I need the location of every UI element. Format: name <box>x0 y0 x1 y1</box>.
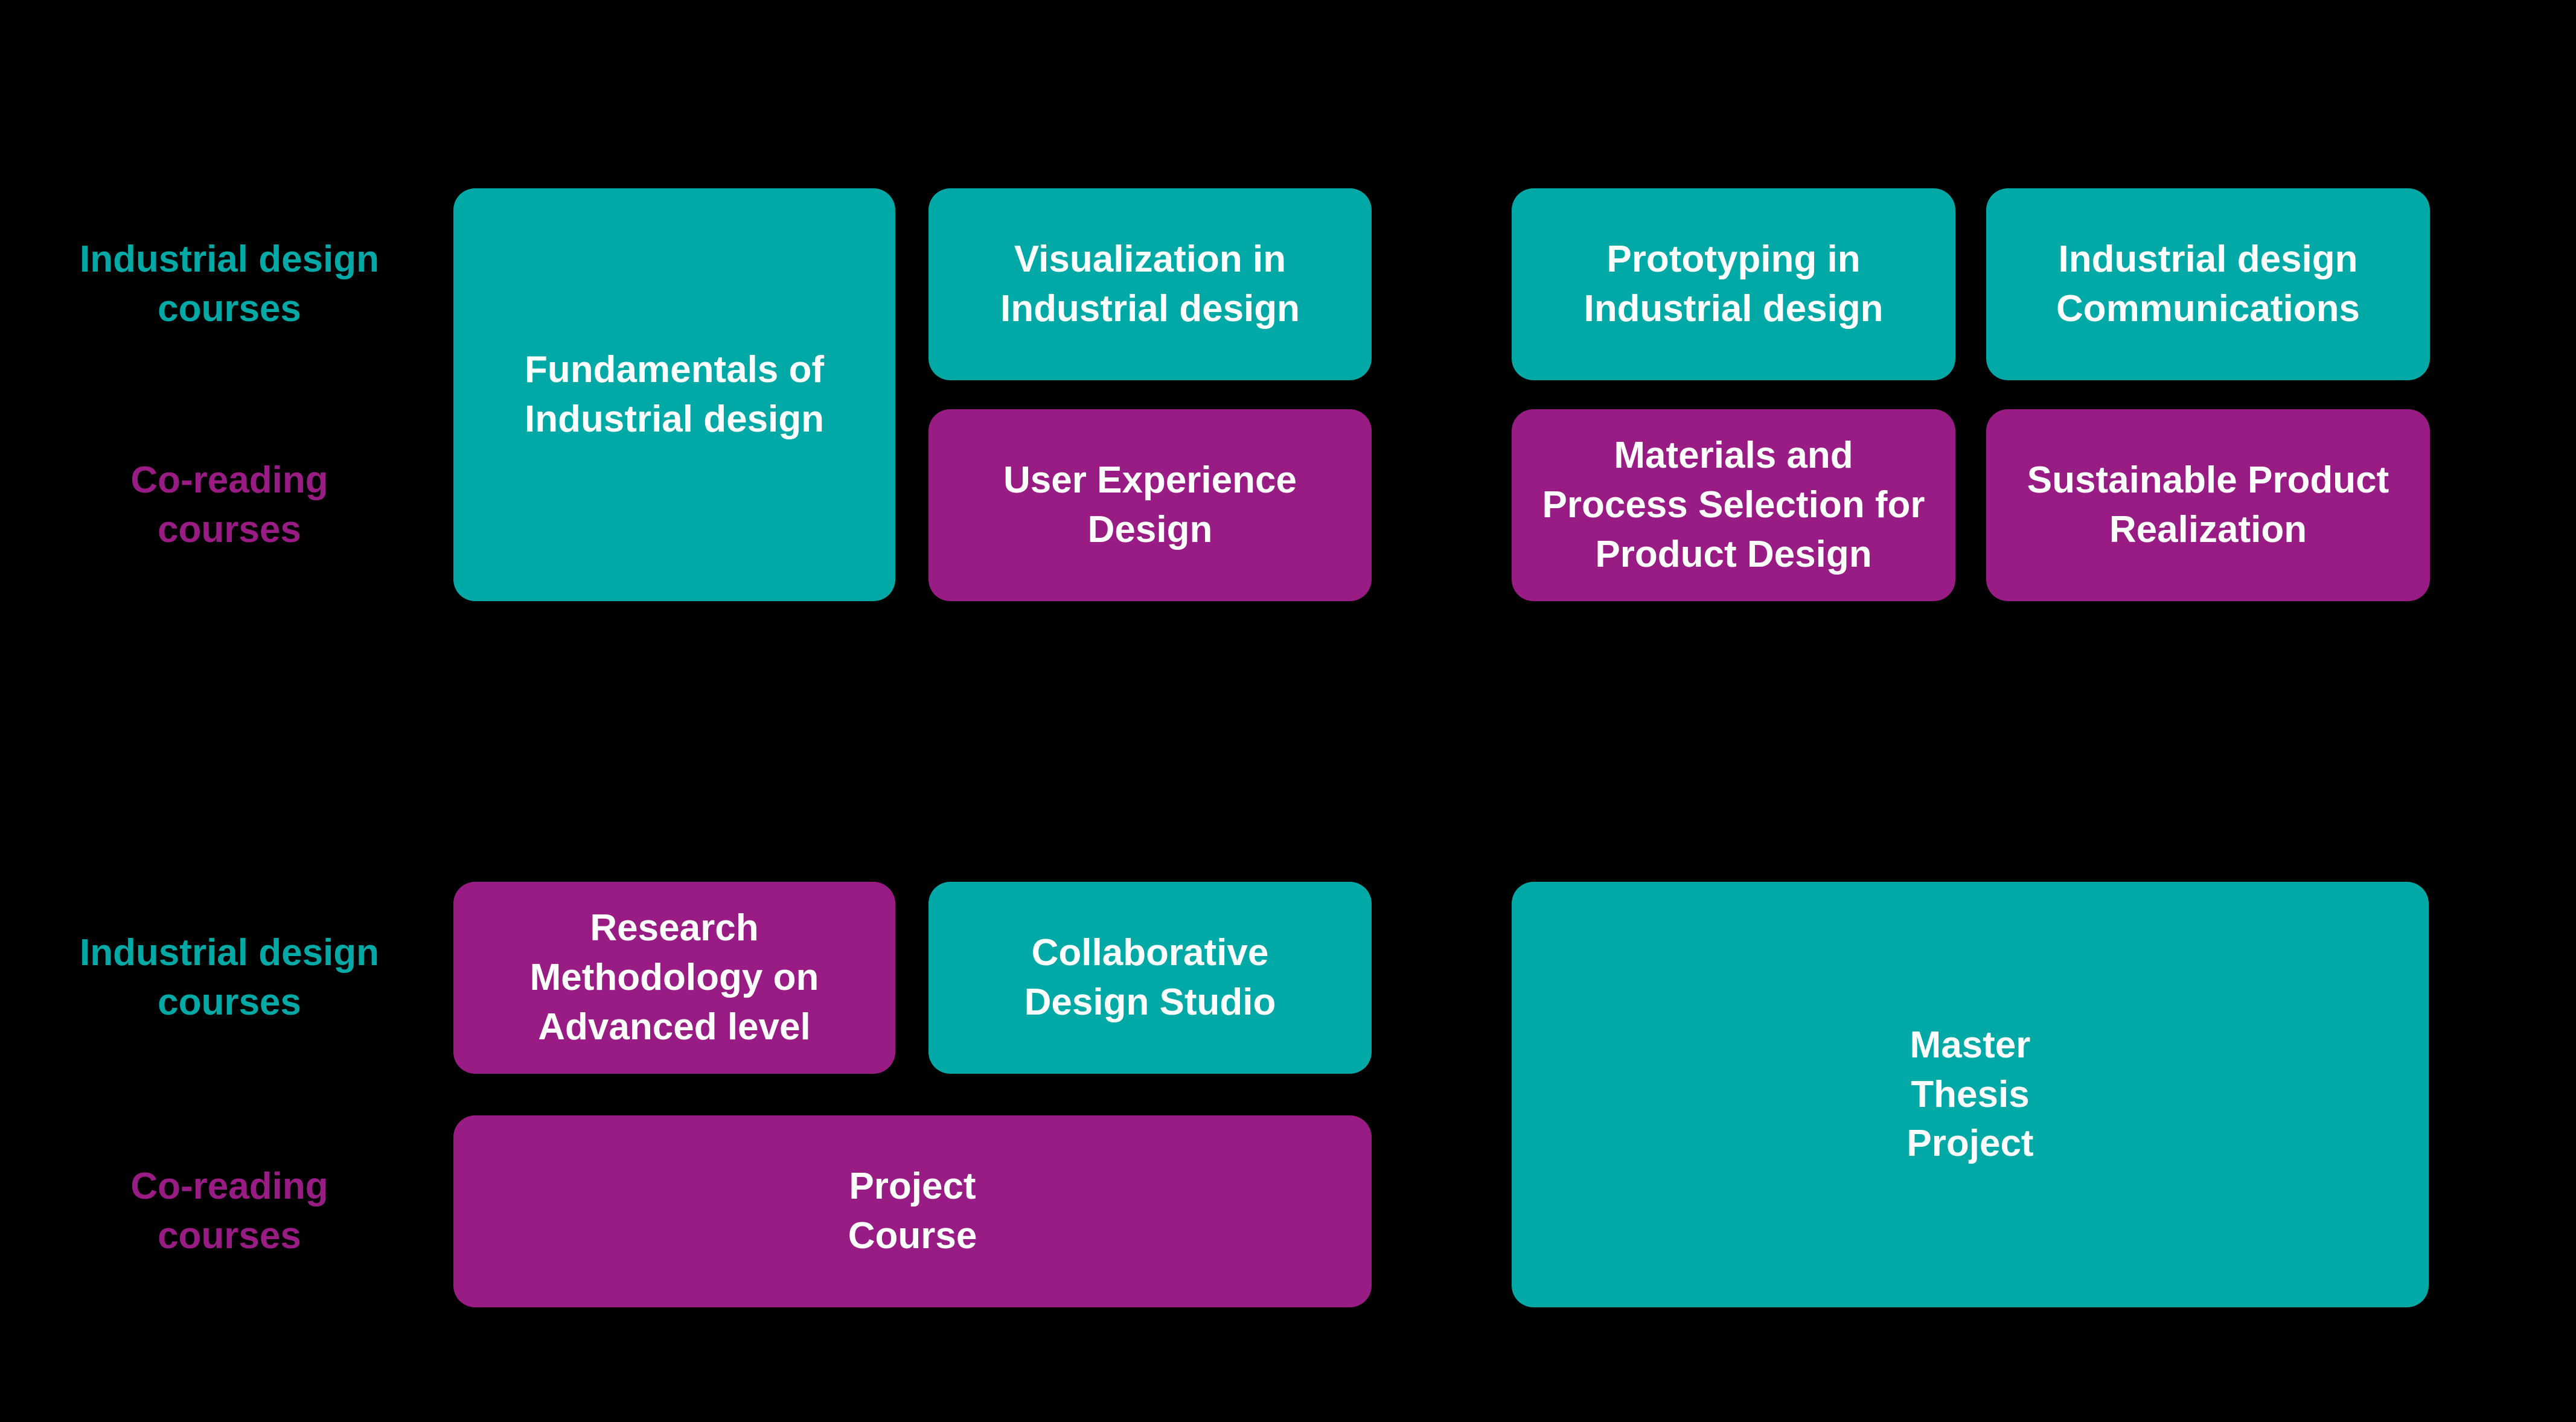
course-box-project-course: Project Course <box>453 1115 1372 1307</box>
course-box-label: Industrial design Communications <box>2056 238 2360 330</box>
course-box-sustainable-product-realization: Sustainable Product Realization <box>1986 409 2430 601</box>
group2-row-label-industrial-design-courses: Industrial design courses <box>36 882 423 1074</box>
course-box-label: Research Methodology on Advanced level <box>529 907 819 1048</box>
group1-row-label-co-reading-courses: Co-reading courses <box>36 409 423 601</box>
group1-row-label-industrial-design-courses: Industrial design courses <box>36 188 423 380</box>
course-box-user-experience-design: User Experience Design <box>928 409 1372 601</box>
course-box-research-methodology-advanced-level: Research Methodology on Advanced level <box>453 882 895 1074</box>
row-label-text: Industrial design courses <box>79 932 380 1023</box>
row-label-text: Industrial design courses <box>79 238 380 330</box>
course-box-label: User Experience Design <box>1003 459 1297 550</box>
course-box-label: Materials and Process Selection for Prod… <box>1542 435 1925 575</box>
course-box-master-thesis-project: Master Thesis Project <box>1512 882 2429 1307</box>
course-box-visualization-in-industrial-design: Visualization in Industrial design <box>928 188 1372 380</box>
group2-row-label-co-reading-courses: Co-reading courses <box>36 1115 423 1307</box>
course-box-label: Sustainable Product Realization <box>2027 459 2389 550</box>
course-box-collaborative-design-studio: Collaborative Design Studio <box>928 882 1372 1074</box>
course-box-label: Prototyping in Industrial design <box>1584 238 1884 330</box>
course-box-industrial-design-communications: Industrial design Communications <box>1986 188 2430 380</box>
course-box-label: Fundamentals of Industrial design <box>524 349 825 440</box>
course-box-prototyping-in-industrial-design: Prototyping in Industrial design <box>1512 188 1955 380</box>
course-box-label: Project Course <box>848 1165 977 1257</box>
course-box-label: Master Thesis Project <box>1906 1024 2034 1165</box>
course-box-label: Collaborative Design Studio <box>1024 932 1276 1023</box>
row-label-text: Co-reading courses <box>130 459 328 550</box>
course-box-materials-and-process-selection: Materials and Process Selection for Prod… <box>1512 409 1955 601</box>
course-box-fundamentals-of-industrial-design: Fundamentals of Industrial design <box>453 188 895 601</box>
row-label-text: Co-reading courses <box>130 1165 328 1257</box>
course-box-label: Visualization in Industrial design <box>1000 238 1300 330</box>
